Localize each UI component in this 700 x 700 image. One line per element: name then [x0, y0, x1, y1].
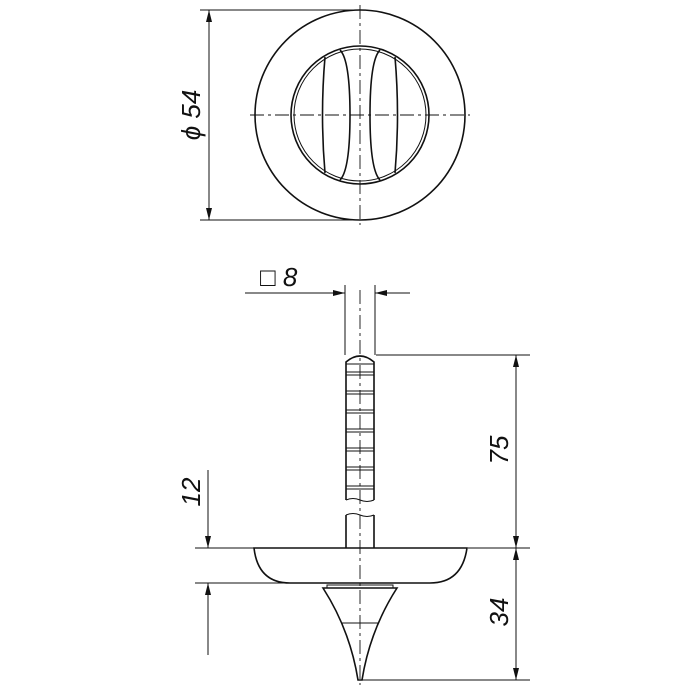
- square-label: □ 8: [260, 262, 298, 292]
- top-view: ϕ 54: [176, 5, 470, 225]
- rose-thickness-label: 12: [176, 477, 206, 506]
- length-label: 75: [484, 435, 514, 464]
- side-view: □ 8 75 34 12: [176, 262, 530, 685]
- knurl-ring: [345, 485, 375, 490]
- rose-profile: [253, 547, 468, 584]
- knob-height-label: 34: [484, 598, 514, 627]
- diameter-label: ϕ 54: [176, 90, 206, 141]
- knurl-ring: [345, 428, 375, 433]
